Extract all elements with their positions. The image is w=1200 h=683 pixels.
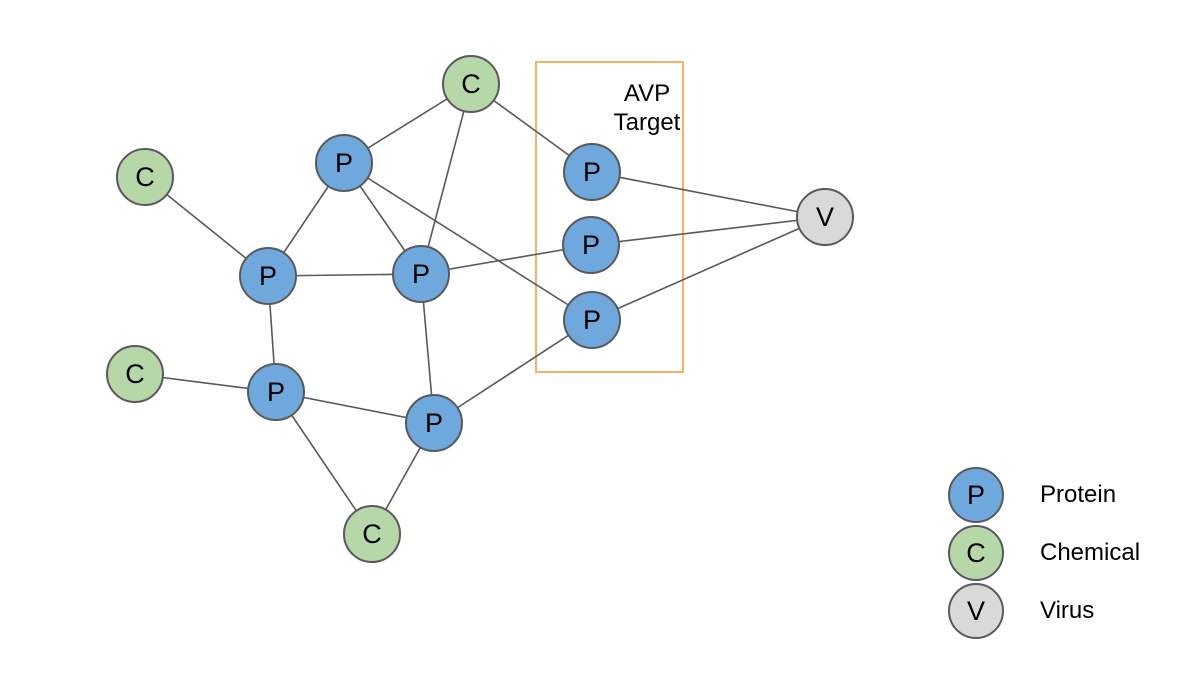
node-label-p-target-1: P — [583, 157, 601, 187]
edge-p-lower-mid--p-target-3 — [433, 319, 593, 424]
edge-p-target-1--virus — [591, 171, 826, 218]
avp-target-label-line-2: Target — [614, 109, 681, 136]
node-label-virus: V — [816, 202, 834, 232]
virus-node-icon: V — [948, 583, 1004, 639]
node-p-lower-mid — [405, 394, 463, 452]
node-label-p-target-2: P — [582, 230, 600, 260]
node-label-p-top: P — [335, 148, 353, 178]
node-c-left — [116, 148, 174, 206]
node-label-p-mid: P — [412, 259, 430, 289]
legend-item-protein: P Protein — [948, 467, 1140, 523]
legend-label-virus: Virus — [1040, 597, 1095, 624]
legend-item-chemical: C Chemical — [948, 525, 1140, 581]
node-p-target-3 — [563, 291, 621, 349]
node-c-bottom — [343, 505, 401, 563]
avp-target-label-line-1: AVP — [624, 80, 670, 107]
node-c-top — [442, 55, 500, 113]
node-c-lower-left — [106, 345, 164, 403]
node-label-p-left: P — [259, 261, 277, 291]
node-virus — [796, 188, 854, 246]
node-label-c-left: C — [135, 162, 155, 192]
avp-target-box — [535, 61, 684, 373]
node-p-target-2 — [562, 216, 620, 274]
node-label-c-top: C — [461, 69, 481, 99]
edge-p-top--p-target-3 — [343, 162, 593, 321]
edge-c-top--p-mid — [420, 83, 472, 275]
node-p-lower-left — [247, 363, 305, 421]
edge-p-target-2--virus — [590, 216, 826, 246]
node-p-target-1 — [563, 143, 621, 201]
chemical-node-icon: C — [948, 525, 1004, 581]
node-label-p-lower-mid: P — [425, 408, 443, 438]
node-p-left — [239, 247, 297, 305]
legend-item-virus: V Virus — [948, 583, 1140, 639]
node-label-c-bottom: C — [362, 519, 382, 549]
node-label-c-lower-left: C — [125, 359, 145, 389]
protein-node-icon: P — [948, 467, 1004, 523]
legend-label-protein: Protein — [1040, 481, 1117, 508]
legend-label-chemical: Chemical — [1040, 539, 1141, 566]
node-label-p-lower-left: P — [267, 377, 285, 407]
edge-p-target-3--virus — [591, 216, 826, 321]
node-label-p-target-3: P — [583, 305, 601, 335]
node-p-mid — [392, 245, 450, 303]
legend: P Protein C Chemical V Virus — [948, 467, 1140, 641]
node-p-top — [315, 134, 373, 192]
